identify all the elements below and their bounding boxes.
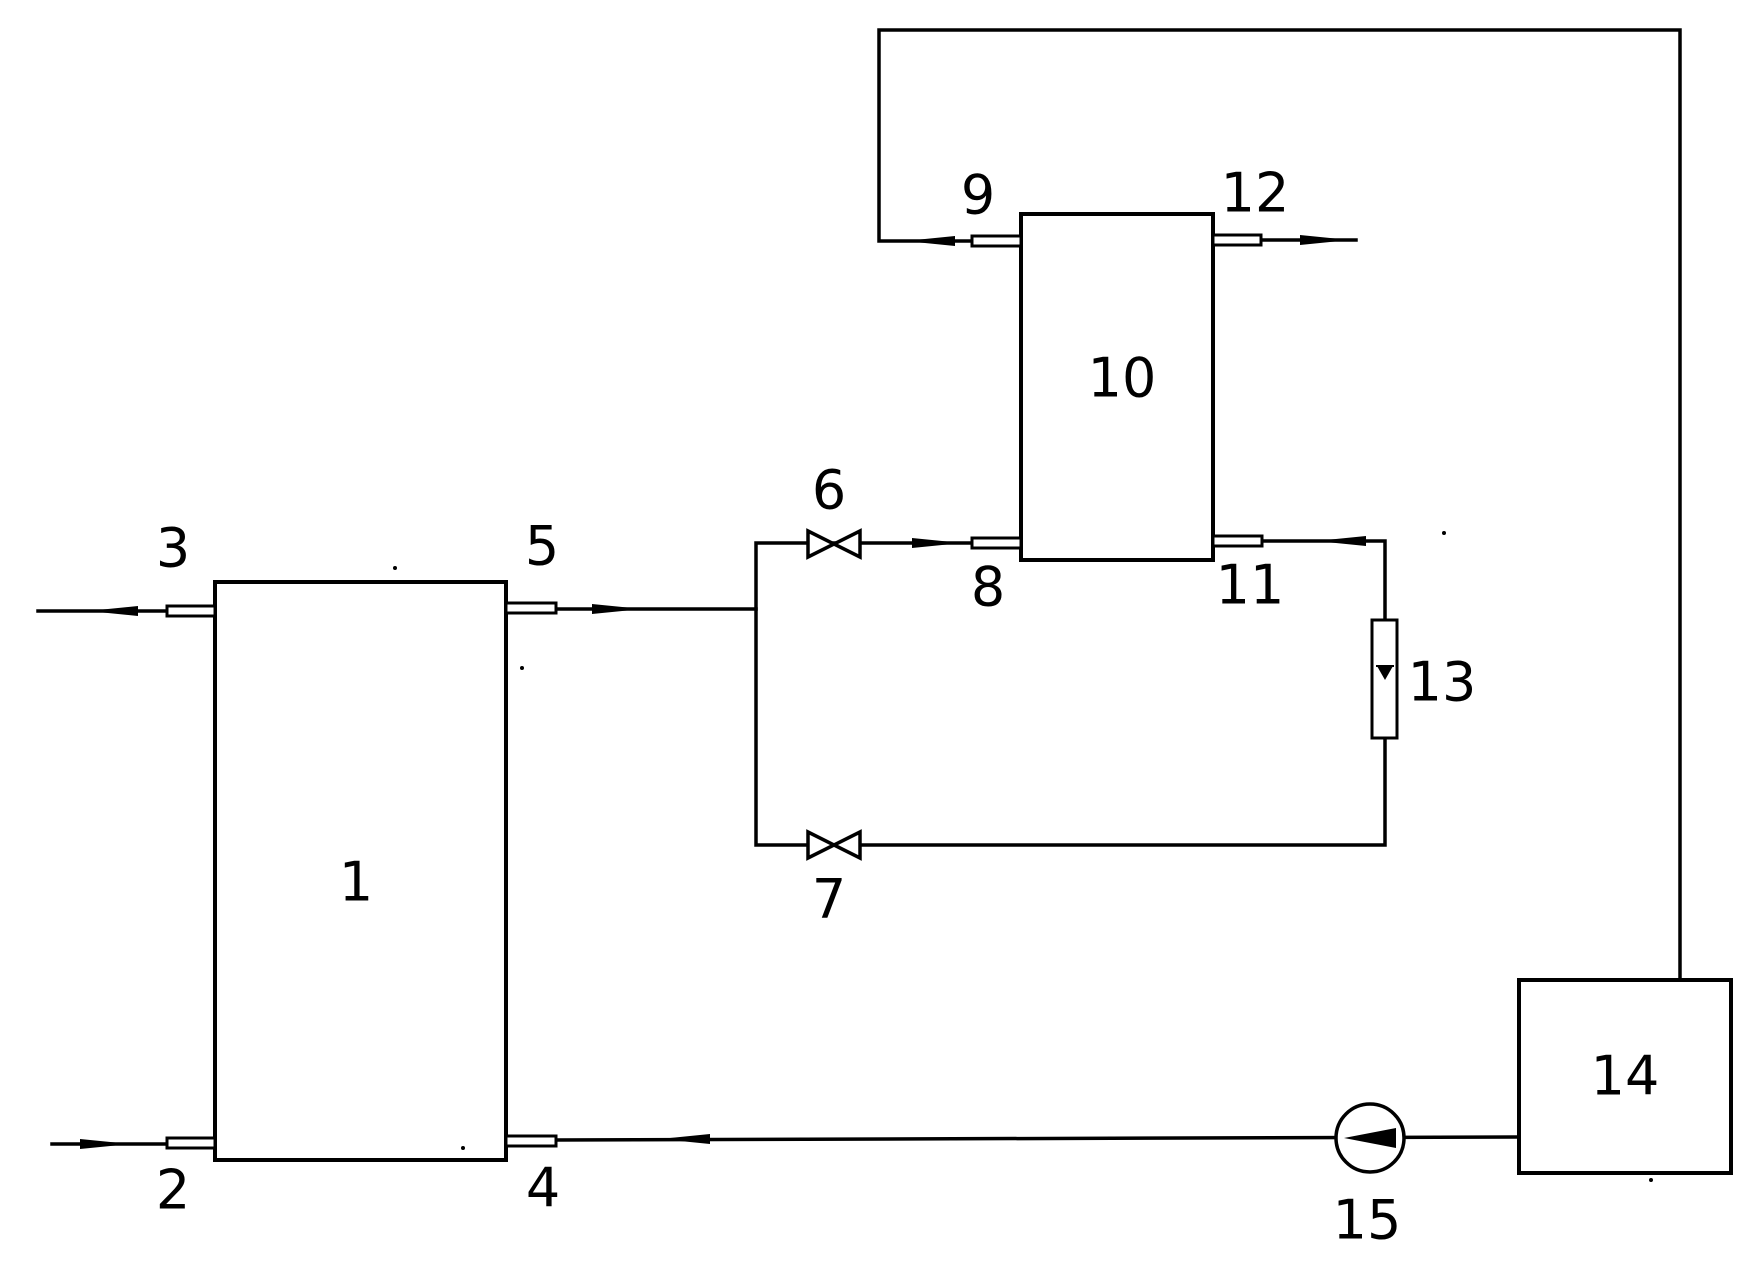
unit-10-box bbox=[1019, 212, 1215, 562]
pump-15 bbox=[1334, 1102, 1406, 1174]
pipe-13-to-11 bbox=[1260, 539, 1387, 622]
port-8 bbox=[970, 536, 1023, 550]
label-14: 14 bbox=[1591, 1045, 1660, 1108]
flowmeter-13 bbox=[1370, 618, 1399, 740]
label-12: 12 bbox=[1221, 162, 1290, 225]
label-15: 15 bbox=[1333, 1189, 1402, 1252]
pipe-branch-loop bbox=[754, 541, 1387, 847]
label-7: 7 bbox=[812, 868, 846, 931]
label-8: 8 bbox=[971, 556, 1005, 619]
label-3: 3 bbox=[156, 517, 190, 580]
port-4 bbox=[504, 1134, 558, 1148]
valve-7 bbox=[806, 829, 862, 861]
label-6: 6 bbox=[812, 459, 846, 522]
unit-14-box bbox=[1517, 978, 1733, 1175]
label-1: 1 bbox=[339, 851, 373, 914]
port-11 bbox=[1211, 534, 1264, 548]
unit-1-box bbox=[213, 580, 508, 1162]
port-9 bbox=[970, 234, 1023, 248]
port-3 bbox=[165, 604, 217, 618]
label-2: 2 bbox=[156, 1159, 190, 1222]
flowmeter-float-icon bbox=[1377, 666, 1393, 680]
port-12 bbox=[1211, 233, 1263, 247]
label-4: 4 bbox=[526, 1157, 560, 1220]
port-2 bbox=[165, 1136, 217, 1150]
port-5 bbox=[504, 601, 558, 615]
arrow-right-6 bbox=[912, 538, 962, 548]
label-10: 10 bbox=[1088, 347, 1157, 410]
arrow-left-4 bbox=[660, 1134, 710, 1144]
label-9: 9 bbox=[961, 164, 995, 227]
pump-arrow-icon bbox=[1344, 1128, 1396, 1148]
arrow-right-5 bbox=[592, 604, 642, 614]
label-13: 13 bbox=[1408, 651, 1477, 714]
valve-6 bbox=[806, 528, 862, 560]
arrow-left-11 bbox=[1316, 536, 1366, 546]
label-5: 5 bbox=[525, 515, 559, 578]
arrow-right-12 bbox=[1300, 235, 1350, 245]
arrow-left-3 bbox=[88, 606, 138, 616]
arrow-right-2 bbox=[80, 1139, 130, 1149]
label-11: 11 bbox=[1216, 554, 1285, 617]
arrow-left-9 bbox=[905, 236, 955, 246]
